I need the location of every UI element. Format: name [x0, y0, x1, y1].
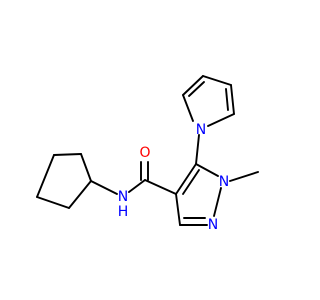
background — [0, 0, 300, 300]
atom-amide-hydrogen-label: H — [118, 204, 129, 220]
bond-cyclopentyl-nh — [90, 180, 118, 195]
bond-pyrazole-c4-c5 — [175, 163, 197, 195]
atom-pyrrole-nitrogen-label: N — [196, 122, 206, 138]
molecule-structure-svg: O N H N N N — [0, 0, 300, 300]
bond-pyrrole-ring — [182, 75, 204, 96]
bond-pyrazole-pyrrole — [195, 134, 200, 165]
bond-nh-carbonyl — [128, 179, 146, 193]
bond-pyrrole-ring — [207, 113, 235, 127]
bond-cyclopentyl-ring — [36, 154, 55, 198]
bond-pyrrole-ring — [182, 94, 194, 122]
bond-cyclopentyl-ring — [36, 196, 70, 209]
bond-cyclopentyl-ring — [53, 153, 82, 156]
bond-pyrazole-c5-n1 — [195, 163, 219, 177]
bond-pyrrole-ring — [230, 84, 235, 115]
bond-cyclopentyl-ring — [80, 153, 92, 182]
bond-n-methyl — [229, 171, 259, 182]
bond-pyrrole-ring — [225, 88, 229, 111]
bonds — [36, 75, 259, 226]
bond-pyrrole-ring — [188, 81, 205, 97]
bond-cyclopentyl-ring — [68, 180, 92, 209]
atom-pyrazole-n1-label: N — [219, 174, 229, 190]
atom-pyrazole-n2-label: N — [208, 217, 218, 233]
bond-pyrrole-ring — [202, 75, 232, 86]
atom-amide-nitrogen-label: N — [118, 189, 128, 205]
atom-labels: O N H N N N — [118, 122, 230, 233]
molecule-diagram: O N H N N N — [0, 0, 300, 300]
bond-carbonyl-pyrazole — [144, 179, 177, 195]
bond-pyrazole-c3-c4 — [175, 193, 181, 226]
bond-pyrazole-n1-n2 — [213, 187, 222, 217]
bond-pyrazole-c4-c5-inner — [182, 169, 200, 195]
atom-oxygen-label: O — [139, 145, 150, 161]
